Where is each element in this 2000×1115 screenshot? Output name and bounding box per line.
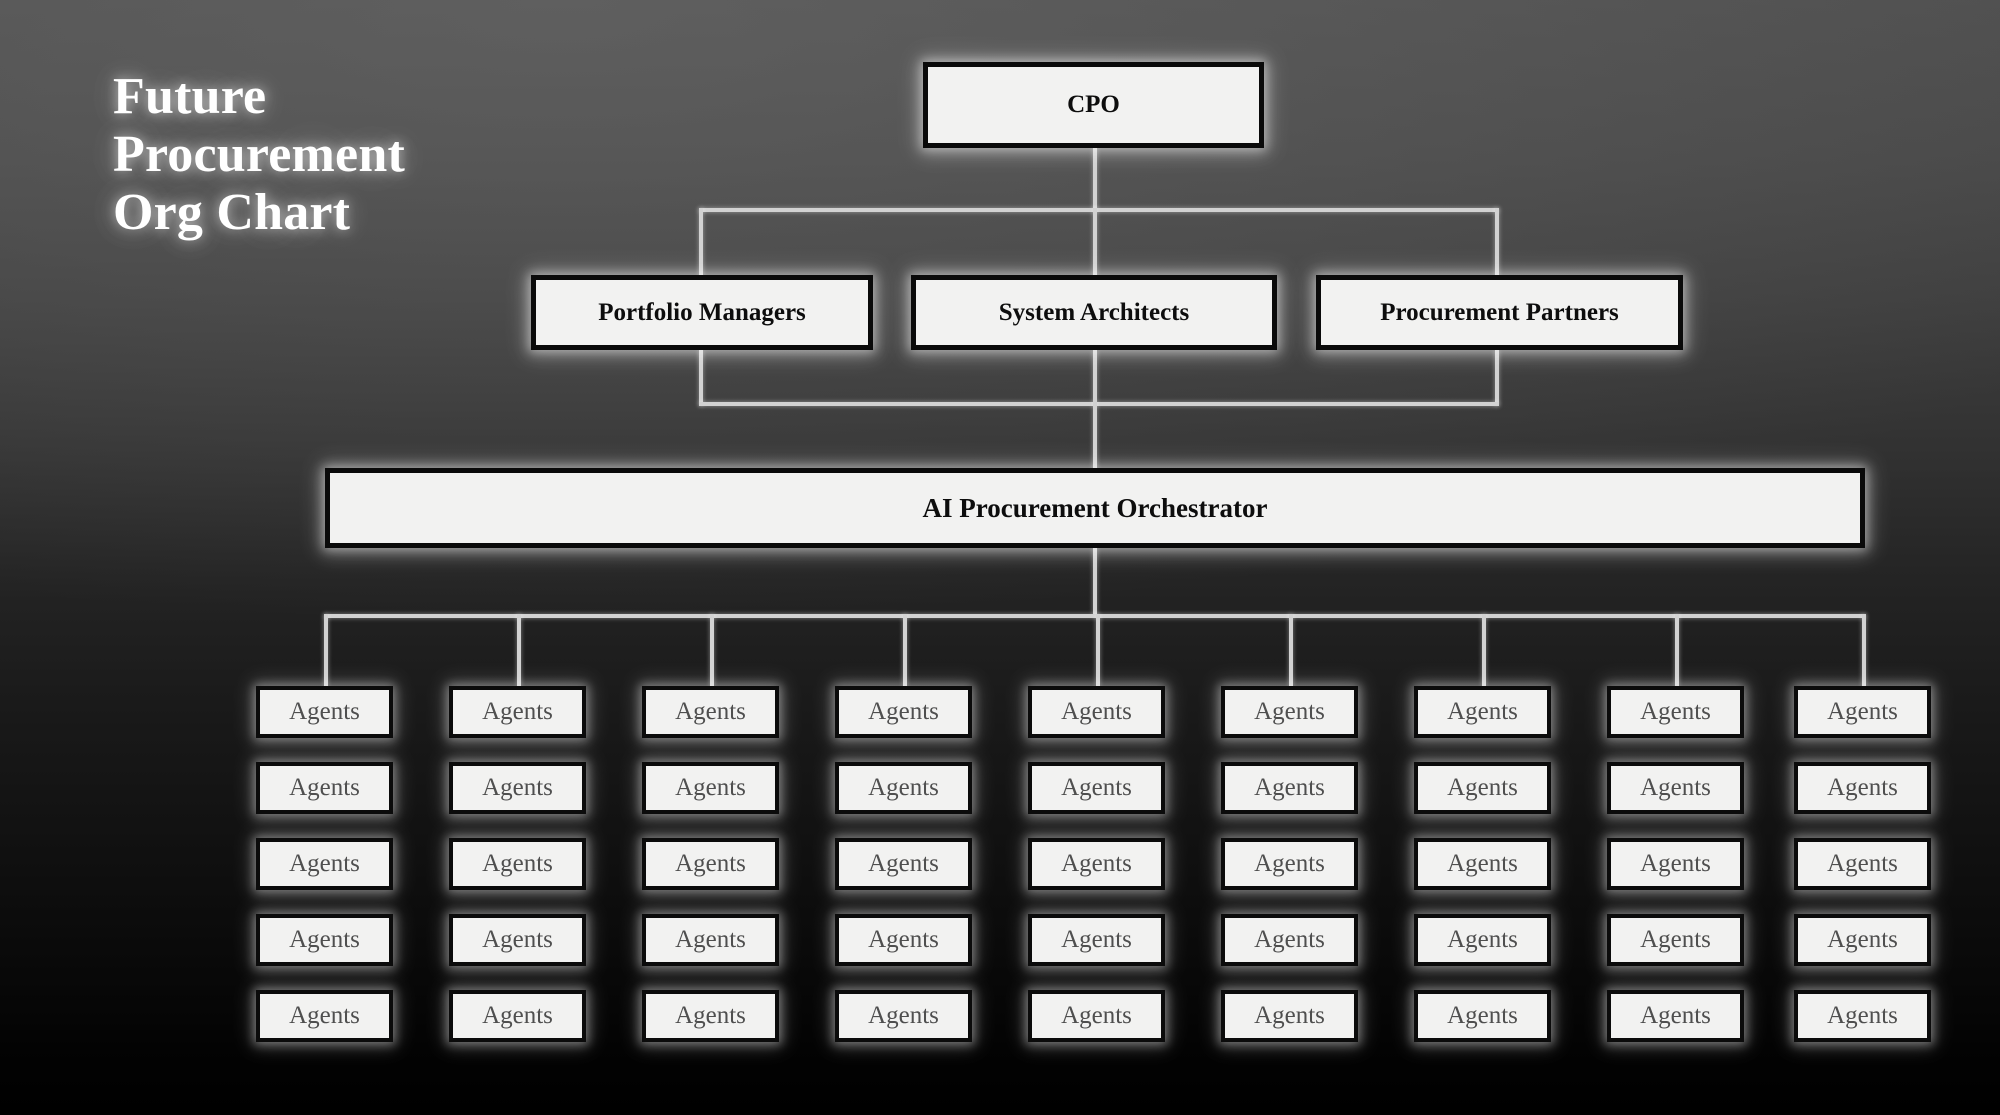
connector-agent-column-1 bbox=[324, 614, 328, 686]
connector-portfolio-managers-down bbox=[699, 350, 703, 406]
connector-procurement-partners-down bbox=[1495, 350, 1499, 406]
connector-agent-column-3 bbox=[710, 614, 714, 686]
agent-node[interactable]: Agents bbox=[835, 686, 972, 738]
connector-agents-bar bbox=[324, 614, 1866, 618]
agent-node[interactable]: Agents bbox=[1607, 686, 1744, 738]
agent-node[interactable]: Agents bbox=[1414, 838, 1551, 890]
agent-node[interactable]: Agents bbox=[642, 838, 779, 890]
agent-node[interactable]: Agents bbox=[1221, 762, 1358, 814]
agent-node[interactable]: Agents bbox=[1794, 914, 1931, 966]
connector-agent-column-7 bbox=[1482, 614, 1486, 686]
connector-to-system-architects bbox=[1093, 208, 1097, 277]
connector-agent-column-6 bbox=[1289, 614, 1293, 686]
agent-node[interactable]: Agents bbox=[1607, 990, 1744, 1042]
agent-node[interactable]: Agents bbox=[1794, 686, 1931, 738]
agent-node[interactable]: Agents bbox=[449, 838, 586, 890]
agent-node[interactable]: Agents bbox=[449, 914, 586, 966]
agent-node[interactable]: Agents bbox=[1414, 686, 1551, 738]
agent-node[interactable]: Agents bbox=[1221, 914, 1358, 966]
agent-node[interactable]: Agents bbox=[1221, 838, 1358, 890]
connector-agent-column-9 bbox=[1862, 614, 1866, 686]
agent-node[interactable]: Agents bbox=[1607, 914, 1744, 966]
agent-node[interactable]: Agents bbox=[1221, 990, 1358, 1042]
agent-node[interactable]: Agents bbox=[256, 990, 393, 1042]
agent-node[interactable]: Agents bbox=[1607, 762, 1744, 814]
agent-node[interactable]: Agents bbox=[642, 990, 779, 1042]
node-cpo[interactable]: CPO bbox=[923, 62, 1264, 148]
connector-agent-column-4 bbox=[903, 614, 907, 686]
agent-node[interactable]: Agents bbox=[835, 762, 972, 814]
page-title: Future Procurement Org Chart bbox=[113, 68, 405, 242]
agent-node[interactable]: Agents bbox=[642, 762, 779, 814]
connector-agent-column-8 bbox=[1675, 614, 1679, 686]
agent-node[interactable]: Agents bbox=[449, 686, 586, 738]
agent-node[interactable]: Agents bbox=[449, 990, 586, 1042]
agent-node[interactable]: Agents bbox=[1221, 686, 1358, 738]
connector-orchestrator-down bbox=[1093, 548, 1097, 616]
agent-node[interactable]: Agents bbox=[835, 990, 972, 1042]
agent-node[interactable]: Agents bbox=[835, 838, 972, 890]
agent-node[interactable]: Agents bbox=[1794, 762, 1931, 814]
agent-node[interactable]: Agents bbox=[256, 762, 393, 814]
agent-node[interactable]: Agents bbox=[1607, 838, 1744, 890]
agent-node[interactable]: Agents bbox=[1414, 914, 1551, 966]
node-system-architects[interactable]: System Architects bbox=[911, 275, 1277, 350]
agent-node[interactable]: Agents bbox=[256, 914, 393, 966]
agent-node[interactable]: Agents bbox=[449, 762, 586, 814]
agent-node[interactable]: Agents bbox=[1028, 762, 1165, 814]
agent-node[interactable]: Agents bbox=[1028, 686, 1165, 738]
agent-node[interactable]: Agents bbox=[1794, 990, 1931, 1042]
agent-node[interactable]: Agents bbox=[1028, 914, 1165, 966]
connector-level2-bar bbox=[699, 208, 1499, 212]
connector-agent-column-2 bbox=[517, 614, 521, 686]
connector-orchestrator-merge-bar bbox=[699, 402, 1499, 406]
connector-to-procurement-partners bbox=[1495, 208, 1499, 277]
connector-to-portfolio-managers bbox=[699, 208, 703, 277]
node-procurement-partners[interactable]: Procurement Partners bbox=[1316, 275, 1683, 350]
agent-node[interactable]: Agents bbox=[1028, 990, 1165, 1042]
agent-node[interactable]: Agents bbox=[1414, 990, 1551, 1042]
agent-node[interactable]: Agents bbox=[256, 686, 393, 738]
agent-node[interactable]: Agents bbox=[1794, 838, 1931, 890]
agent-node[interactable]: Agents bbox=[642, 686, 779, 738]
node-ai-procurement-orchestrator[interactable]: AI Procurement Orchestrator bbox=[325, 468, 1865, 548]
agent-node[interactable]: Agents bbox=[1414, 762, 1551, 814]
agent-node[interactable]: Agents bbox=[1028, 838, 1165, 890]
node-portfolio-managers[interactable]: Portfolio Managers bbox=[531, 275, 873, 350]
agent-node[interactable]: Agents bbox=[835, 914, 972, 966]
connector-cpo-down bbox=[1093, 148, 1097, 210]
agent-node[interactable]: Agents bbox=[256, 838, 393, 890]
agent-node[interactable]: Agents bbox=[642, 914, 779, 966]
connector-agent-column-5 bbox=[1096, 614, 1100, 686]
connector-system-architects-down bbox=[1093, 350, 1097, 470]
